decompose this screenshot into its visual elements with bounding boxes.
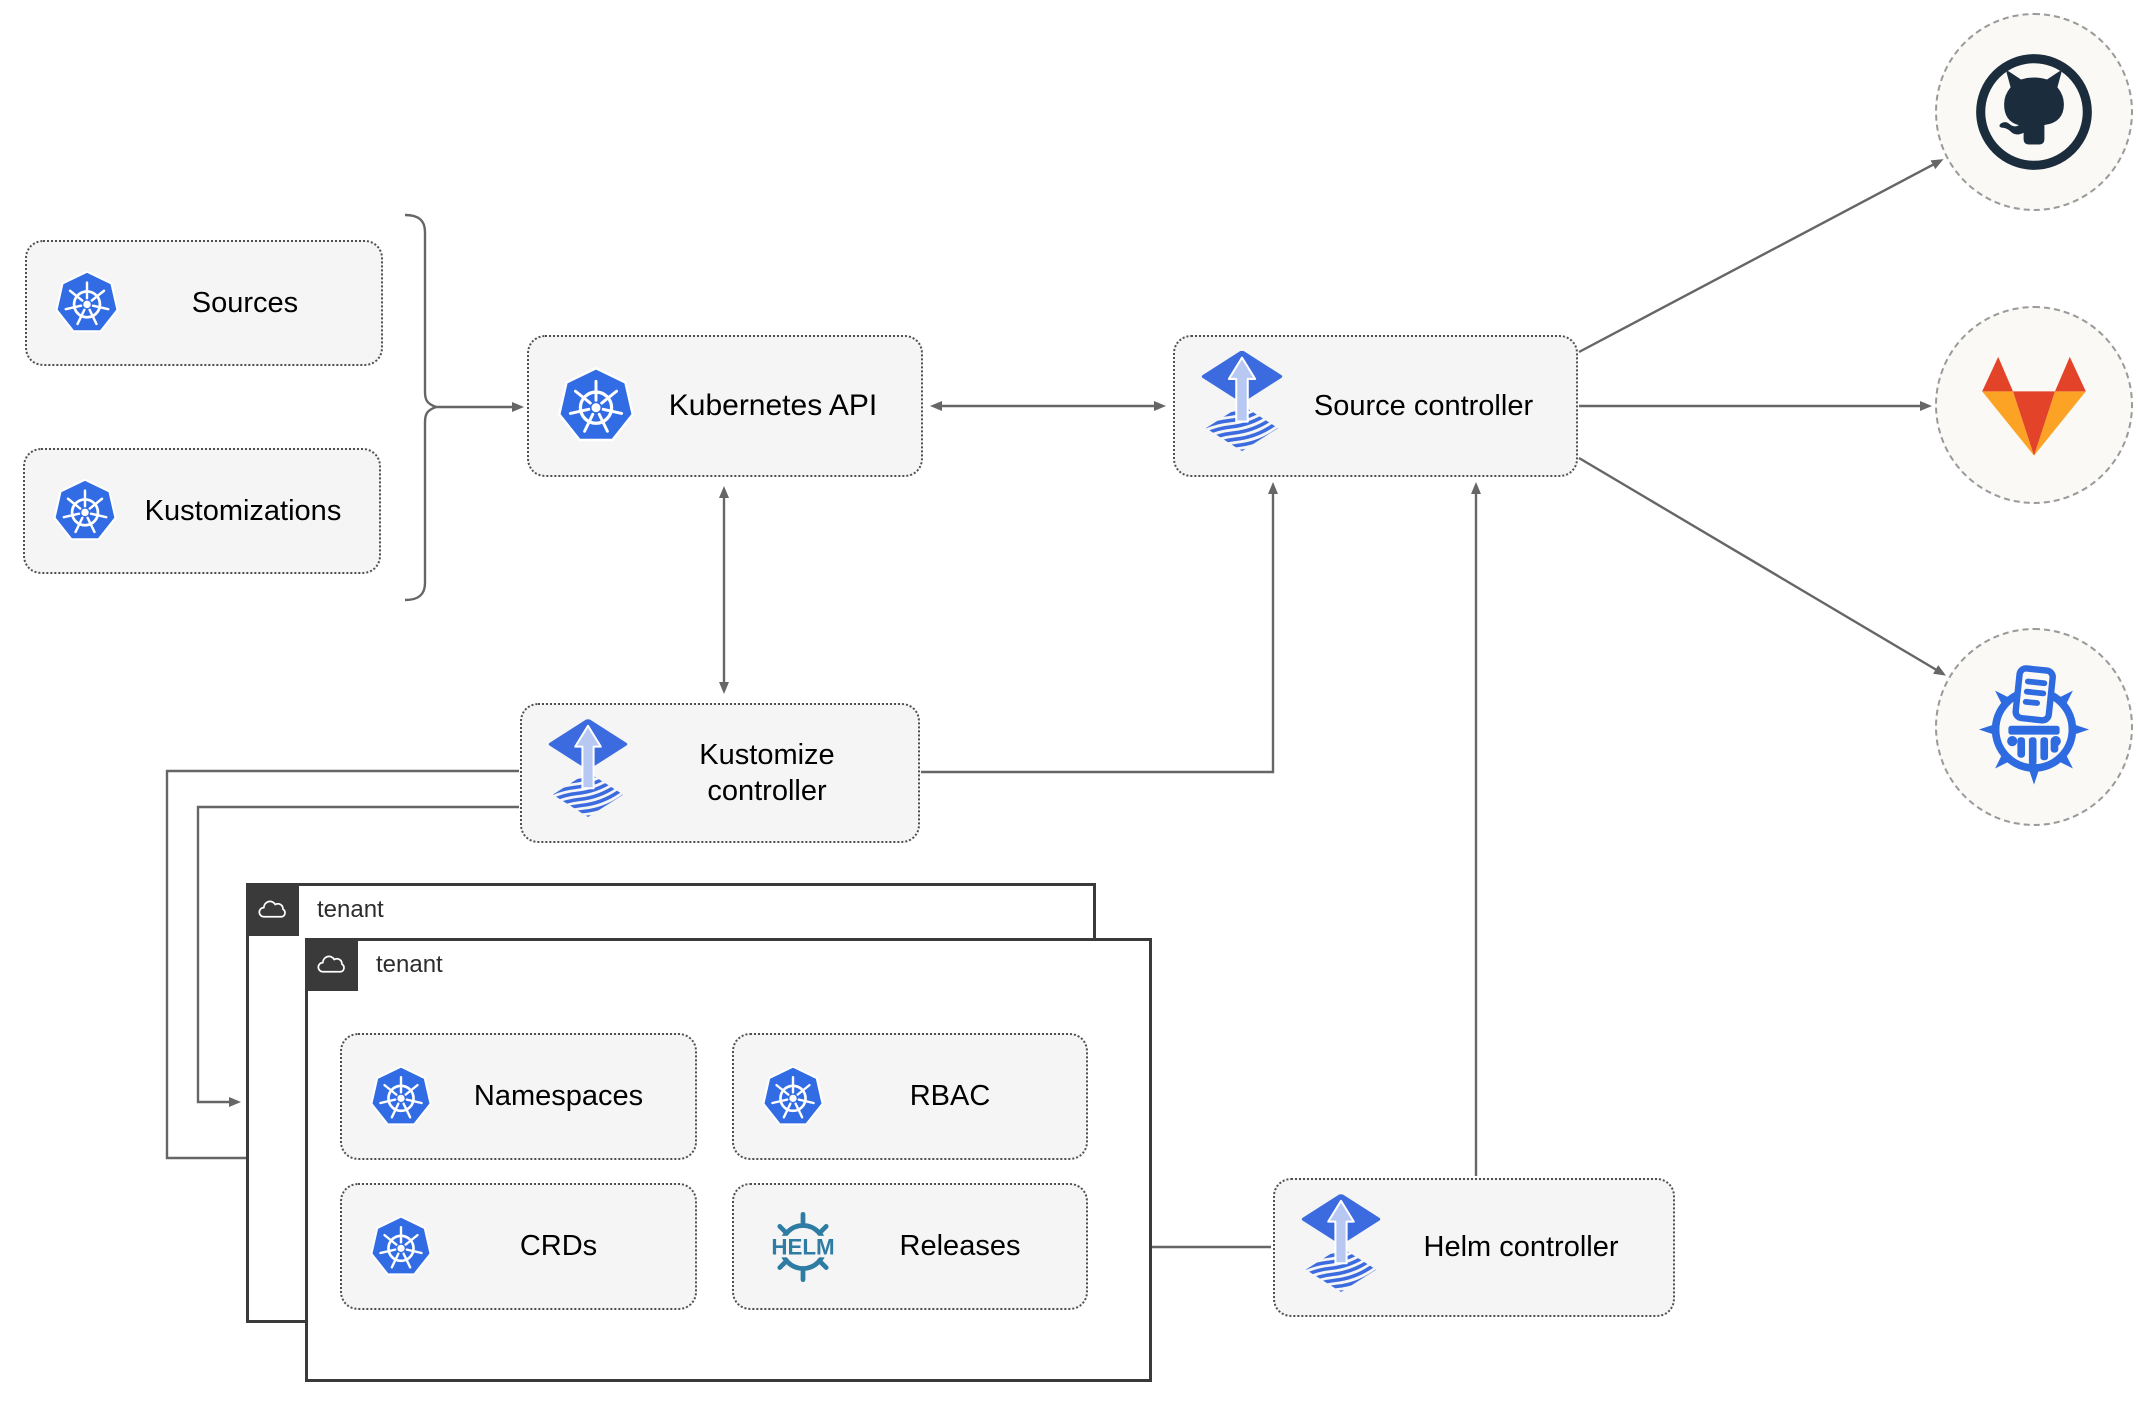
- node-sources: Sources: [25, 240, 383, 366]
- node-kustomizations: Kustomizations: [23, 448, 381, 574]
- node-helm-controller: Helm controller: [1273, 1178, 1675, 1317]
- kubernetes-icon: [51, 477, 119, 545]
- tenant-box-inner: tenant: [305, 938, 1152, 1382]
- node-releases: HELM Releases: [732, 1183, 1088, 1310]
- github-icon: [1976, 54, 2092, 170]
- arrow-source-to-helm-repository: [1578, 456, 1947, 676]
- endpoint-github: [1935, 13, 2133, 211]
- node-label: Namespaces: [473, 1080, 644, 1113]
- endpoint-gitlab: [1935, 306, 2133, 504]
- kubernetes-icon: [555, 365, 637, 447]
- node-kubernetes-api: Kubernetes API: [527, 335, 923, 477]
- node-label: Kustomizations: [144, 494, 342, 527]
- arrow-kustomize-to-source-controller: [921, 482, 1278, 774]
- cloud-icon: [313, 951, 351, 978]
- node-label: CRDs: [519, 1230, 598, 1263]
- kubernetes-icon: [368, 1214, 434, 1280]
- node-label: Kubernetes API: [668, 389, 878, 423]
- helm-icon: HELM: [768, 1211, 838, 1282]
- node-kustomize-controller: Kustomize controller: [520, 703, 920, 843]
- node-namespaces: Namespaces: [340, 1033, 697, 1160]
- kubernetes-icon: [368, 1064, 434, 1130]
- arrow-kustomize-to-inner-tenant: [165, 769, 519, 1163]
- tenant-label: tenant: [376, 951, 443, 978]
- node-rbac: RBAC: [732, 1033, 1088, 1160]
- node-label: Helm controller: [1423, 1231, 1619, 1264]
- helm-icon-text: HELM: [771, 1234, 834, 1259]
- flux-icon: [1301, 1194, 1381, 1302]
- kubernetes-icon: [53, 269, 121, 337]
- arrow-kustomize-to-outer-tenant: [196, 805, 519, 1107]
- kubernetes-icon: [760, 1064, 826, 1130]
- flux-icon: [548, 719, 628, 827]
- node-label: Kustomize controller: [699, 738, 835, 807]
- tenant-badge: [305, 938, 358, 991]
- arrow-source-to-github: [1578, 159, 1944, 354]
- node-label: RBAC: [909, 1080, 991, 1113]
- helm-repository-icon: [1978, 665, 2090, 785]
- node-label: Sources: [191, 286, 299, 319]
- cloud-icon: [254, 896, 292, 923]
- gitlab-icon: [1982, 356, 2086, 456]
- endpoint-helm-repository: [1935, 628, 2133, 826]
- tenant-badge: [246, 883, 299, 936]
- node-crds: CRDs: [340, 1183, 697, 1310]
- tenant-label: tenant: [317, 896, 384, 923]
- flux-icon: [1201, 351, 1283, 461]
- node-source-controller: Source controller: [1173, 335, 1578, 477]
- brace-sources-group: [404, 213, 440, 602]
- node-label: Source controller: [1313, 389, 1534, 422]
- node-label: Releases: [899, 1230, 1021, 1263]
